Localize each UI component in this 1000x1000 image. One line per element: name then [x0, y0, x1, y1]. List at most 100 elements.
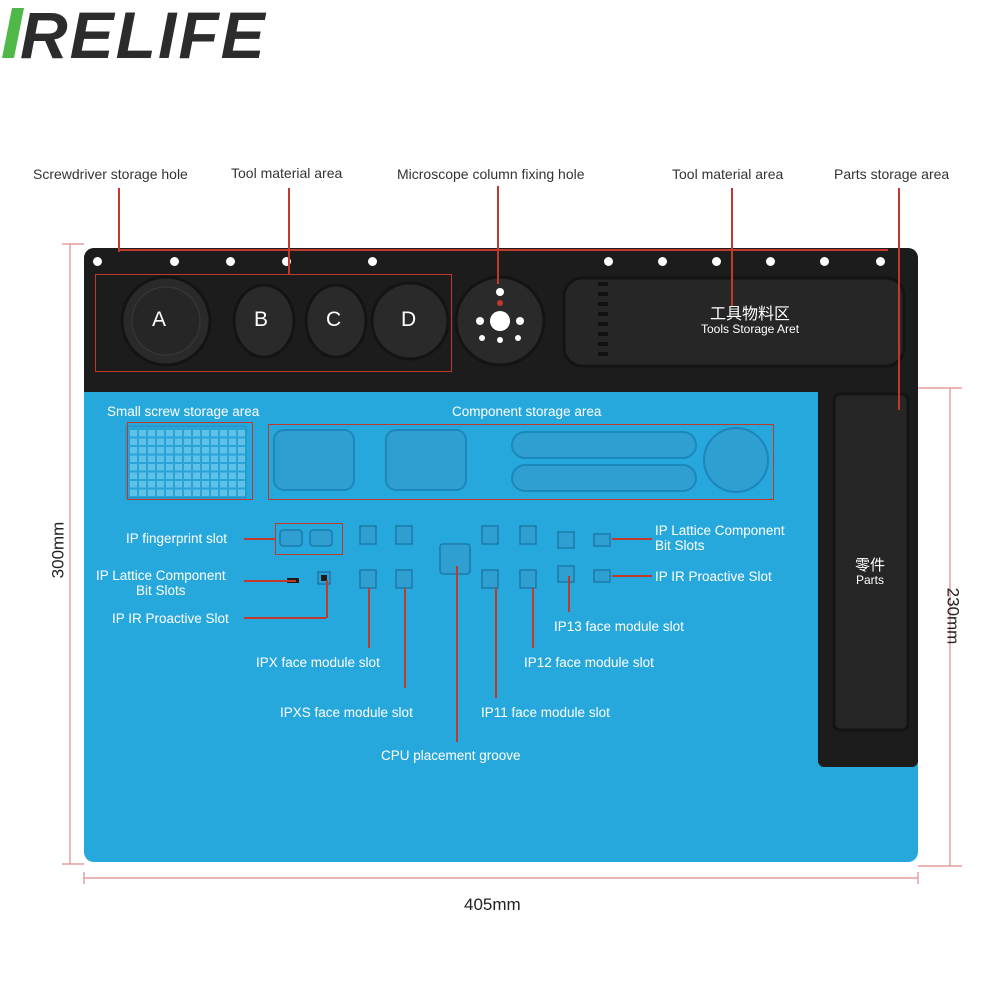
label-small-screw: Small screw storage area [107, 404, 260, 419]
parts-en: Parts [855, 573, 884, 587]
screw-cell [211, 489, 218, 496]
label-cpu: CPU placement groove [381, 748, 521, 763]
screw-cell [148, 447, 155, 454]
screw-cell [184, 430, 191, 437]
screw-cell [238, 455, 245, 462]
screw-cell [148, 464, 155, 471]
screw-cell [175, 438, 182, 445]
logo-accent-mark [2, 8, 24, 58]
screw-cell [139, 455, 146, 462]
screw-cell [139, 489, 146, 496]
screw-hole [820, 257, 829, 266]
guide-ir-left [244, 617, 326, 619]
label-ip-lattice-left-line2: Bit Slots [136, 583, 186, 598]
label-ip-lattice-left: IP Lattice Component Bit Slots [96, 568, 226, 598]
label-ip12: IP12 face module slot [524, 655, 654, 670]
screw-cell [211, 481, 218, 488]
screw-cell [238, 481, 245, 488]
label-ipxs: IPXS face module slot [280, 705, 413, 720]
guide-lattice-left [244, 580, 296, 582]
bin-label-d: D [401, 308, 417, 331]
module-slots [279, 525, 611, 589]
callout-tool-material-area-right: Tool material area [672, 166, 784, 182]
screw-hole [93, 257, 102, 266]
screw-cell [184, 447, 191, 454]
screw-hole [282, 257, 291, 266]
screw-cell [157, 472, 164, 479]
screw-cell [211, 438, 218, 445]
dimension-height-left: 300mm [48, 521, 68, 579]
screw-cell [220, 455, 227, 462]
screw-cell [193, 489, 200, 496]
screw-cell [166, 438, 173, 445]
screw-hole [766, 257, 775, 266]
screw-cell [157, 489, 164, 496]
screw-cell [193, 481, 200, 488]
screw-cell [166, 489, 173, 496]
mat-drawing [120, 275, 910, 732]
label-ip-fingerprint: IP fingerprint slot [126, 531, 228, 546]
screw-cell [202, 447, 209, 454]
guide-cpu [456, 566, 458, 742]
screw-cell [130, 430, 137, 437]
screw-cell [202, 438, 209, 445]
screw-cell [220, 489, 227, 496]
screw-cell [220, 464, 227, 471]
screw-cell [166, 430, 173, 437]
guide-tool-right [731, 188, 733, 306]
screw-cell [157, 447, 164, 454]
screw-cell [175, 464, 182, 471]
screw-hole [226, 257, 235, 266]
screw-hole [368, 257, 377, 266]
label-ip-lattice-right-line1: IP Lattice Component [655, 523, 785, 538]
screw-cell [211, 464, 218, 471]
screw-cell [148, 430, 155, 437]
box-small-screw [127, 422, 253, 500]
screw-cell [175, 489, 182, 496]
label-ip-lattice-left-line1: IP Lattice Component [96, 568, 226, 583]
screw-hole [170, 257, 179, 266]
screw-cell [229, 489, 236, 496]
guide-parts [898, 188, 900, 410]
screw-cell [175, 447, 182, 454]
screw-cell [229, 455, 236, 462]
guide-ipx [368, 588, 370, 648]
label-ip-ir-left: IP IR Proactive Slot [112, 611, 229, 626]
screw-cell [184, 472, 191, 479]
screw-cell [211, 455, 218, 462]
screw-cell [175, 472, 182, 479]
screw-cell [130, 455, 137, 462]
screw-cell [139, 464, 146, 471]
guide-fingerprint [244, 538, 276, 540]
box-component [268, 424, 774, 500]
screw-cell [193, 464, 200, 471]
dimension-width: 405mm [464, 895, 521, 914]
label-ip-lattice-right: IP Lattice Component Bit Slots [655, 523, 785, 553]
guide-ir-left-v [326, 580, 328, 618]
screw-cell [157, 430, 164, 437]
screw-cell [157, 438, 164, 445]
screw-cell [130, 447, 137, 454]
relife-logo: RELIFE [2, 0, 267, 72]
guide-ip12 [532, 588, 534, 648]
screw-cell [220, 447, 227, 454]
screw-cell [220, 472, 227, 479]
screw-cell [202, 464, 209, 471]
screw-cell [130, 438, 137, 445]
guide-ip11 [495, 588, 497, 698]
screw-cell [229, 438, 236, 445]
screw-cell [157, 481, 164, 488]
screw-cell [184, 481, 191, 488]
screw-cell [130, 472, 137, 479]
bin-label-b: B [254, 308, 269, 331]
tools-storage-en: Tools Storage Aret [700, 322, 800, 336]
label-component: Component storage area [452, 404, 602, 419]
screw-hole [712, 257, 721, 266]
logo-wordmark: RELIFE [20, 0, 267, 70]
screw-cell [238, 472, 245, 479]
screw-cell [229, 447, 236, 454]
screw-cell [211, 430, 218, 437]
callout-screwdriver-storage-hole: Screwdriver storage hole [33, 166, 188, 182]
screw-cell [166, 481, 173, 488]
guide-top-row [118, 249, 888, 251]
